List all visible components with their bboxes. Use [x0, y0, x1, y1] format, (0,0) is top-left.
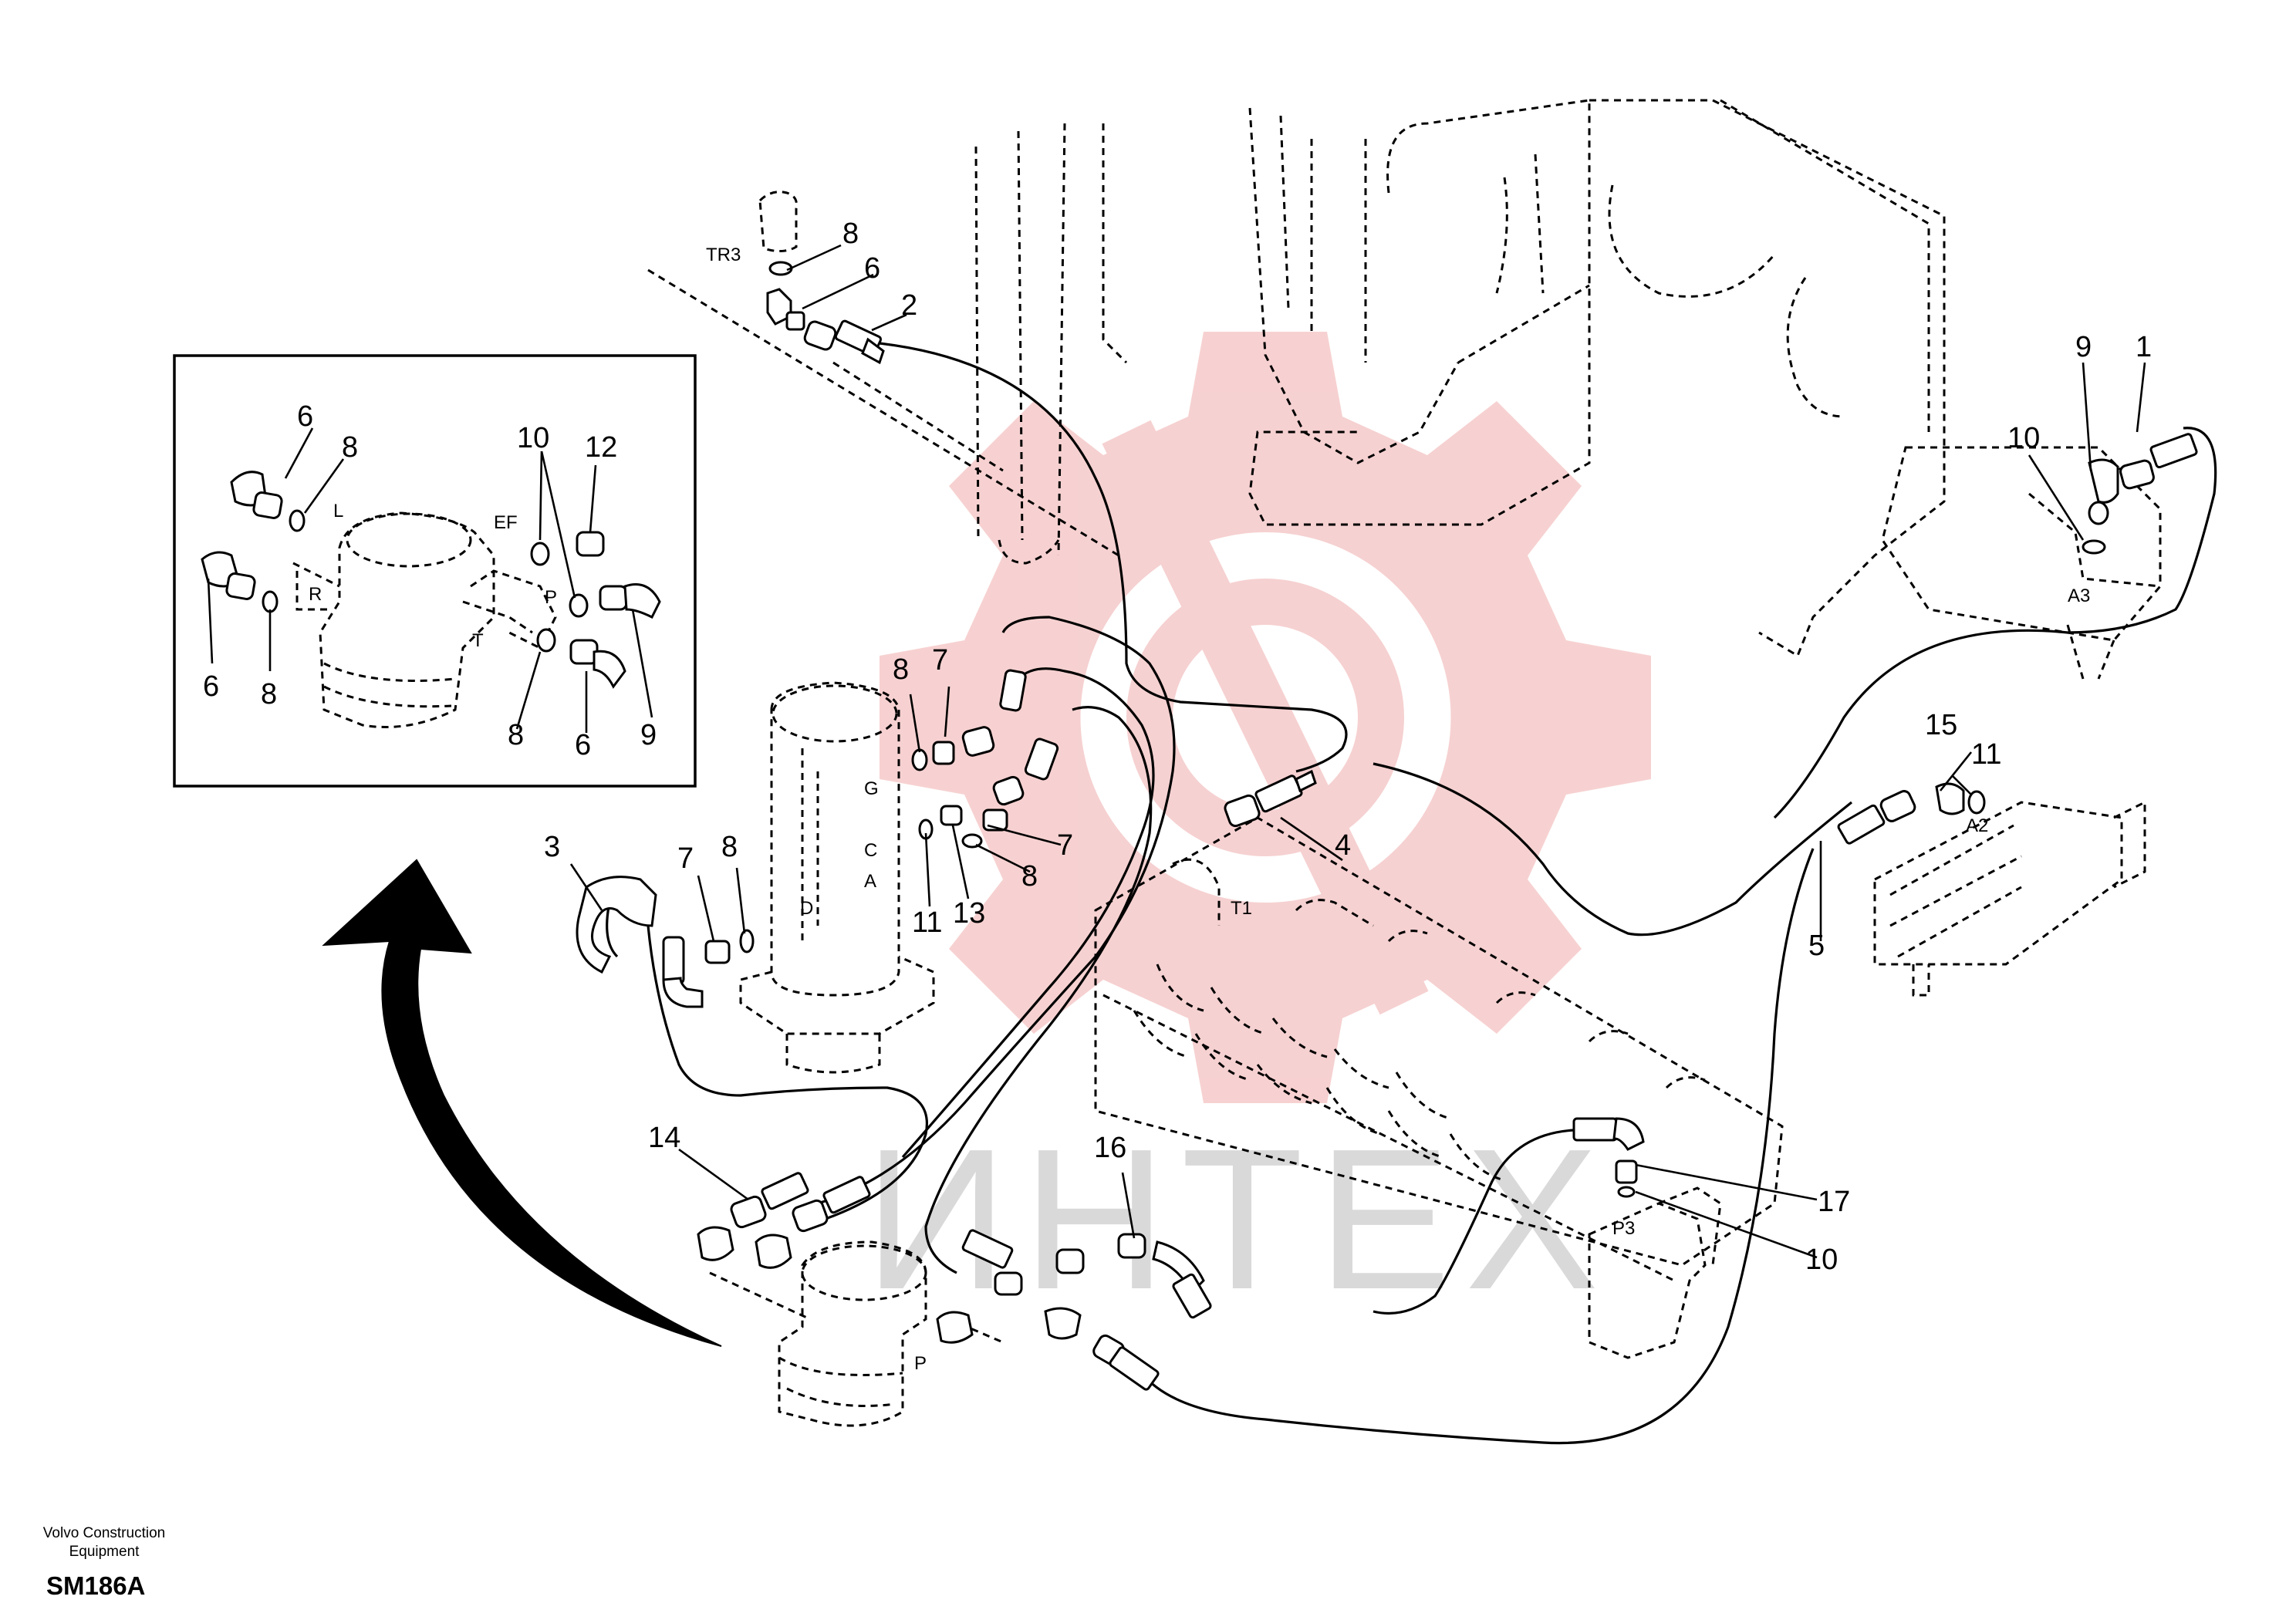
port-labels: TR3 A3 A2 T1 P3 G C A D P: [706, 245, 2090, 1374]
inset-port-t: T: [472, 630, 484, 651]
inset-callout-6: 6: [297, 400, 313, 433]
callout-7: 7: [677, 842, 694, 875]
port-d: D: [800, 898, 813, 919]
inset-callout-8c: 8: [508, 719, 524, 751]
callout-17: 17: [1818, 1186, 1850, 1218]
footer-company-line1: Volvo Construction: [43, 1525, 165, 1541]
port-a: A: [864, 871, 876, 892]
port-c: C: [864, 840, 877, 861]
callout-15: 15: [1925, 709, 1957, 741]
inset-callout-8: 8: [342, 431, 358, 464]
port-a2: A2: [1966, 815, 1988, 836]
callout-8: 8: [842, 218, 859, 250]
callout-5: 5: [1808, 930, 1825, 962]
callout-10: 10: [2007, 422, 2040, 454]
port-tr3: TR3: [706, 245, 741, 265]
port-t1: T1: [1231, 898, 1252, 919]
footer: Volvo Construction Equipment SM186A: [43, 1525, 165, 1600]
callout-9: 9: [2075, 331, 2092, 363]
callout-16: 16: [1094, 1132, 1126, 1164]
port-p: P: [914, 1353, 927, 1374]
callout-11: 11: [912, 906, 942, 939]
inset-port-p: P: [545, 587, 557, 608]
inset-port-l: L: [333, 501, 343, 521]
callout-8: 8: [721, 831, 738, 863]
callout-8: 8: [1021, 860, 1038, 893]
inset-callout-10: 10: [517, 422, 549, 454]
inset-port-ef: EF: [494, 512, 518, 533]
watermark-text: ИНТЕХ: [864, 1108, 1612, 1331]
port-p3: P3: [1612, 1218, 1635, 1239]
callout-1: 1: [2136, 331, 2152, 363]
inset-callout-8b: 8: [261, 678, 277, 710]
ghost-structures: [647, 99, 2162, 1427]
hoses: [606, 342, 2217, 1445]
callout-3: 3: [544, 831, 560, 863]
callout-7: 7: [1057, 829, 1073, 862]
inset-callout-12: 12: [585, 431, 617, 464]
inset-callout-9: 9: [640, 719, 657, 751]
callout-2: 2: [901, 289, 917, 322]
callout-7: 7: [932, 644, 948, 677]
callout-14: 14: [648, 1122, 680, 1154]
footer-drawing-code: SM186A: [46, 1571, 145, 1600]
detail-inset: 6 8 10 12 6 8 8 6 9 L R EF P T: [173, 354, 697, 788]
footer-company-line2: Equipment: [69, 1544, 140, 1560]
callout-4: 4: [1335, 829, 1351, 862]
inset-callout-6c: 6: [575, 729, 591, 761]
callout-10: 10: [1805, 1244, 1838, 1276]
callout-13: 13: [953, 897, 985, 930]
callout-labels: 1 2 3 4 5 6 7 8 9 10 11 12 13 14 15 16 1…: [544, 218, 2152, 1276]
callout-11: 11: [1971, 738, 2001, 771]
port-a3: A3: [2068, 586, 2090, 606]
curved-arrow-icon: [322, 859, 722, 1347]
fittings: [576, 261, 2198, 1391]
callout-8: 8: [893, 653, 909, 686]
watermark-gear: [880, 332, 1651, 1103]
port-g: G: [864, 778, 879, 799]
leader-lines: [569, 244, 2146, 1259]
callout-6: 6: [864, 252, 880, 285]
inset-callout-6b: 6: [203, 670, 219, 703]
inset-port-r: R: [309, 584, 322, 605]
